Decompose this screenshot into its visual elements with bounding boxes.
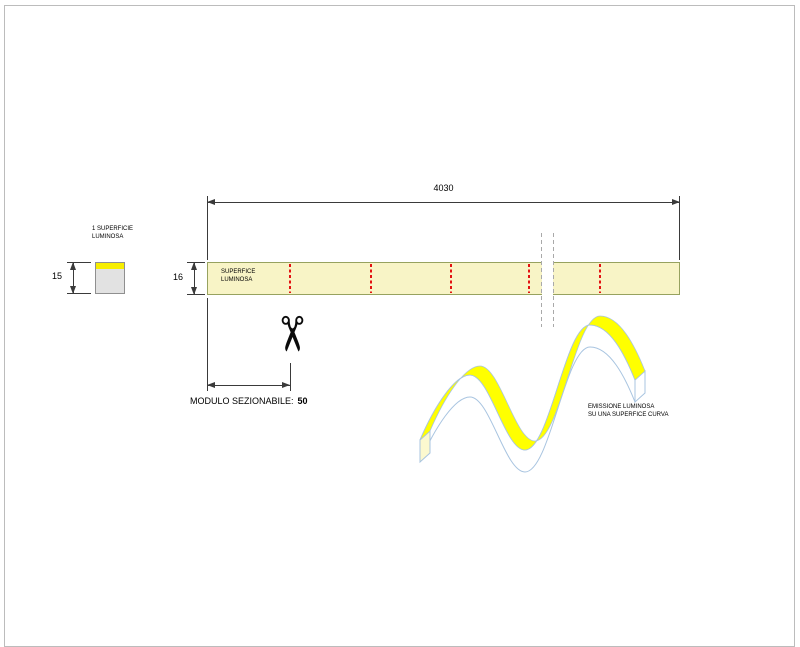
dim-4030-value: 4030 xyxy=(433,183,454,193)
dim-16-arrow-down xyxy=(191,287,197,295)
cross-section-label-line1: 1 SUPERFICIE xyxy=(92,226,134,232)
dim-module-ext-left xyxy=(207,298,208,391)
wave-label-line2: SU UNA SUPERFICE CURVA xyxy=(588,411,669,418)
strip-label-line2: LUMINOSA xyxy=(221,277,253,283)
cross-section-label: 1 SUPERFICIE LUMINOSA xyxy=(92,226,133,241)
strip xyxy=(207,262,680,295)
wave-luminous-surface xyxy=(419,315,646,451)
dim-15-ext-top xyxy=(67,262,91,263)
cut-mark xyxy=(370,264,372,293)
cut-mark xyxy=(450,264,452,293)
wave-label: EMISSIONE LUMINOSA SU UNA SUPERFICE CURV… xyxy=(588,404,668,419)
cut-mark xyxy=(289,264,291,293)
module-dimension: MODULO SEZIONABILE:50 xyxy=(190,396,308,406)
dim-15-line xyxy=(73,262,74,294)
break-mark-left xyxy=(541,233,542,327)
dim-4030-arrow-right xyxy=(672,199,680,205)
module-label: MODULO SEZIONABILE: xyxy=(190,396,294,406)
dim-module-arrow-right xyxy=(282,382,290,388)
cut-mark xyxy=(528,264,530,293)
strip-label-line1: SUPERFICE xyxy=(221,269,256,275)
strip-label: SUPERFICE LUMINOSA xyxy=(221,268,255,284)
dim-16-value: 16 xyxy=(173,272,184,282)
break-mark-right xyxy=(553,233,554,327)
cross-section-label-line2: LUMINOSA xyxy=(92,233,124,240)
dim-module-ext-right xyxy=(290,363,291,391)
cross-section-luminous-surface xyxy=(96,263,124,269)
wave-label-line1: EMISSIONE LUMINOSA xyxy=(588,404,655,410)
dim-4030-ext-right xyxy=(679,196,680,260)
scissors-icon: ✂ xyxy=(264,313,317,355)
dim-4030-line xyxy=(207,202,680,203)
dim-15-arrow-down xyxy=(70,286,76,294)
page-border xyxy=(4,5,795,647)
dim-15-ext-bottom xyxy=(67,293,91,294)
dim-module-line xyxy=(207,385,290,386)
dim-15-arrow-up xyxy=(70,262,76,270)
dim-module-arrow-left xyxy=(207,382,215,388)
module-value: 50 xyxy=(297,396,308,406)
break-gap xyxy=(542,259,553,298)
dim-4030-ext-left xyxy=(207,196,208,260)
cut-mark xyxy=(599,264,601,293)
cross-section xyxy=(95,262,125,294)
wave-figure xyxy=(419,315,646,473)
dim-15-value: 15 xyxy=(52,271,63,281)
dim-16-line xyxy=(194,262,195,295)
dim-4030-arrow-left xyxy=(207,199,215,205)
dim-16-arrow-up xyxy=(191,262,197,270)
